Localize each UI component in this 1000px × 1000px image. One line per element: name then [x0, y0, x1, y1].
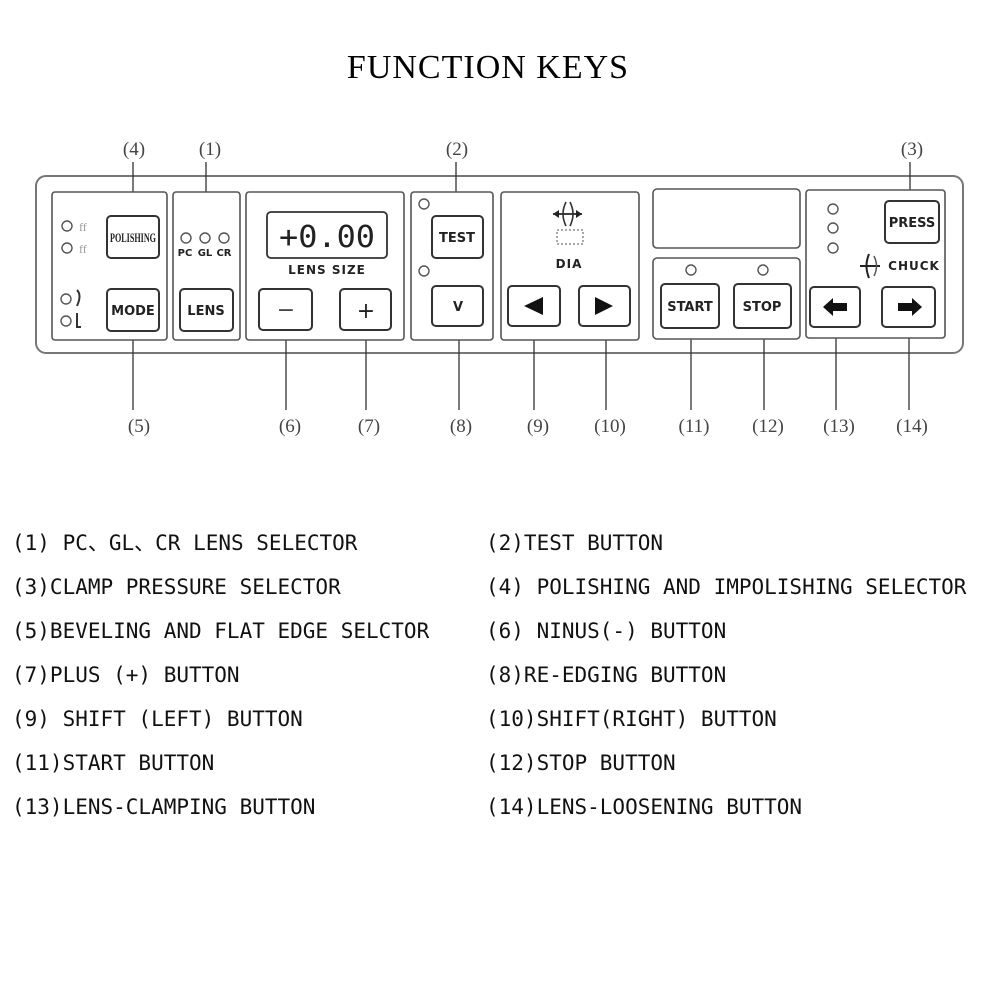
callout-2: (2): [446, 139, 468, 160]
callout-12: (12): [752, 416, 784, 437]
mode-button[interactable]: [106, 288, 160, 332]
pressure-led-2: [827, 222, 839, 234]
lens-button[interactable]: [179, 288, 234, 332]
legend-item-8: (8)RE-EDGING BUTTON: [486, 663, 727, 687]
start-button[interactable]: [660, 283, 720, 329]
start-led: [685, 264, 697, 276]
minus-button-label: −: [277, 298, 295, 323]
chuck-label: CHUCK: [888, 259, 940, 273]
impolishing-led: [61, 242, 73, 254]
start-button-label: START: [667, 300, 713, 315]
pc-label: PC: [178, 248, 193, 259]
callout-14: (14): [896, 416, 928, 437]
plus-button-label: +: [357, 299, 375, 324]
dia-label: DIA: [556, 257, 583, 271]
callout-4: (4): [123, 139, 145, 160]
function-keys-diagram: FUNCTION KEYS (4) (1) (2) (3) (5) (6) (7…: [35, 49, 964, 437]
callout-5: (5): [128, 416, 150, 437]
status-display: [652, 188, 801, 249]
test-button-label: TEST: [439, 231, 475, 246]
callout-10: (10): [594, 416, 626, 437]
callout-8: (8): [450, 416, 472, 437]
re-edging-button[interactable]: [431, 285, 484, 327]
lens-size-display: [266, 211, 388, 259]
pressure-led-3: [827, 242, 839, 254]
callout-13: (13): [823, 416, 855, 437]
arrow-right-icon: [898, 298, 922, 316]
polish-edge-icon: ff: [79, 220, 87, 234]
legend-item-2: (2)TEST BUTTON: [486, 531, 664, 555]
legend-item-1: (1) PC、GL、CR LENS SELECTOR: [12, 531, 358, 555]
polishing-led: [61, 220, 73, 232]
flat-edge-icon: [76, 313, 81, 328]
callout-9: (9): [527, 416, 549, 437]
stop-button[interactable]: [733, 283, 792, 329]
legend-item-9: (9) SHIFT (LEFT) BUTTON: [12, 707, 303, 731]
legend-item-7: (7)PLUS (+) BUTTON: [12, 663, 240, 687]
polishing-mode-section: ff ff POLISHING MODE: [51, 191, 168, 341]
lens-size-section: +0.00 LENS SIZE − +: [245, 191, 405, 341]
bevel-led: [60, 293, 72, 305]
dia-shift-icon: [553, 201, 584, 245]
plus-button[interactable]: [339, 288, 392, 331]
legend-item-10: (10)SHIFT(RIGHT) BUTTON: [486, 707, 777, 731]
bevel-edge-icon: [76, 289, 81, 307]
callout-1: (1): [199, 139, 221, 160]
mode-button-label: MODE: [111, 304, 155, 319]
gl-label: GL: [198, 248, 213, 259]
gl-led: [199, 232, 211, 244]
lens-size-label: LENS SIZE: [288, 263, 366, 277]
triangle-right-icon: [595, 297, 613, 315]
function-legend: (1) PC、GL、CR LENS SELECTOR (2)TEST BUTTO…: [12, 528, 992, 822]
legend-item-14: (14)LENS-LOOSENING BUTTON: [486, 795, 803, 819]
matte-edge-icon: ff: [79, 242, 87, 256]
test-button[interactable]: [431, 215, 484, 259]
minus-button[interactable]: [258, 288, 313, 331]
legend-item-13: (13)LENS-CLAMPING BUTTON: [12, 795, 316, 819]
legend-item-4: (4) POLISHING AND IMPOLISHING SELECTOR: [486, 575, 967, 599]
arrow-left-icon: [823, 298, 847, 316]
chuck-icon: [860, 253, 880, 279]
pc-led: [180, 232, 192, 244]
callout-6: (6): [279, 416, 301, 437]
press-button-label: PRESS: [889, 216, 936, 231]
callout-11: (11): [679, 416, 710, 437]
callout-7: (7): [358, 416, 380, 437]
cr-led: [218, 232, 230, 244]
legend-item-6: (6) NINUS(-) BUTTON: [486, 619, 727, 643]
page-title: FUNCTION KEYS: [347, 49, 629, 86]
pressure-led-1: [827, 203, 839, 215]
chuck-section: PRESS CHUCK: [805, 189, 946, 339]
callout-3: (3): [901, 139, 923, 160]
stop-led: [757, 264, 769, 276]
re-edging-led: [418, 265, 430, 277]
test-section: TEST V: [410, 191, 494, 341]
lens-size-value: +0.00: [279, 220, 375, 255]
start-stop-section: START STOP: [652, 188, 801, 340]
re-edging-button-label: V: [453, 300, 463, 315]
lens-button-label: LENS: [187, 304, 224, 319]
triangle-left-icon: [524, 297, 543, 315]
cr-label: CR: [216, 248, 231, 259]
flat-edge-led: [60, 315, 72, 327]
lens-selector-section: PC GL CR LENS: [172, 191, 241, 341]
test-led: [418, 198, 430, 210]
press-button[interactable]: [884, 200, 940, 244]
legend-item-12: (12)STOP BUTTON: [486, 751, 676, 775]
stop-button-label: STOP: [743, 300, 782, 315]
dia-shift-section: DIA: [500, 191, 640, 341]
polishing-button-label: POLISHING: [110, 230, 156, 245]
polishing-button[interactable]: [106, 215, 160, 259]
legend-item-11: (11)START BUTTON: [12, 751, 215, 775]
legend-item-5: (5)BEVELING AND FLAT EDGE SELCTOR: [12, 619, 430, 643]
legend-item-3: (3)CLAMP PRESSURE SELECTOR: [12, 575, 341, 599]
